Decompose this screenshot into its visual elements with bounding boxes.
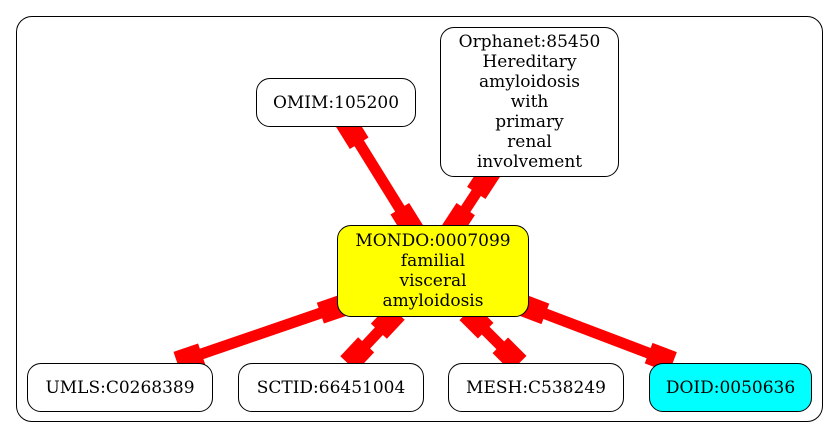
- node-omim-label-line: OMIM:105200: [272, 92, 400, 113]
- node-sctid-label-line: SCTID:66451004: [256, 377, 406, 398]
- cluster-box: [16, 16, 823, 422]
- node-mondo-label-line: familial: [400, 251, 466, 271]
- node-orphanet-label-line: Hereditary: [482, 52, 577, 72]
- node-orphanet-label-line: Orphanet:85450: [458, 32, 601, 52]
- node-mondo-label-line: MONDO:0007099: [355, 231, 511, 251]
- node-doid-label-line: DOID:0050636: [665, 377, 796, 398]
- node-doid[interactable]: DOID:0050636: [649, 363, 812, 412]
- node-mesh[interactable]: MESH:C538249: [448, 363, 624, 412]
- node-mesh-label-line: MESH:C538249: [466, 377, 606, 398]
- node-mondo-label-line: amyloidosis: [382, 291, 484, 311]
- node-sctid[interactable]: SCTID:66451004: [238, 363, 424, 412]
- node-orphanet-label-line: renal: [507, 132, 552, 152]
- edge-mondo-doid: [520, 299, 674, 368]
- node-orphanet-label-line: with: [510, 92, 549, 112]
- node-omim[interactable]: OMIM:105200: [256, 78, 416, 127]
- node-orphanet-label-line: primary: [495, 112, 564, 132]
- node-orphanet-label-line: amyloidosis: [479, 72, 580, 92]
- edge-mondo-mesh-end-marker: [492, 337, 527, 372]
- node-umls[interactable]: UMLS:C0268389: [27, 363, 213, 412]
- node-mondo-label-line: visceral: [399, 271, 467, 291]
- edge-mondo-umls: [176, 299, 346, 368]
- edge-mondo-sctid-end-marker: [340, 337, 375, 372]
- node-orphanet-label-line: involvement: [476, 152, 583, 172]
- node-umls-label-line: UMLS:C0268389: [45, 377, 195, 398]
